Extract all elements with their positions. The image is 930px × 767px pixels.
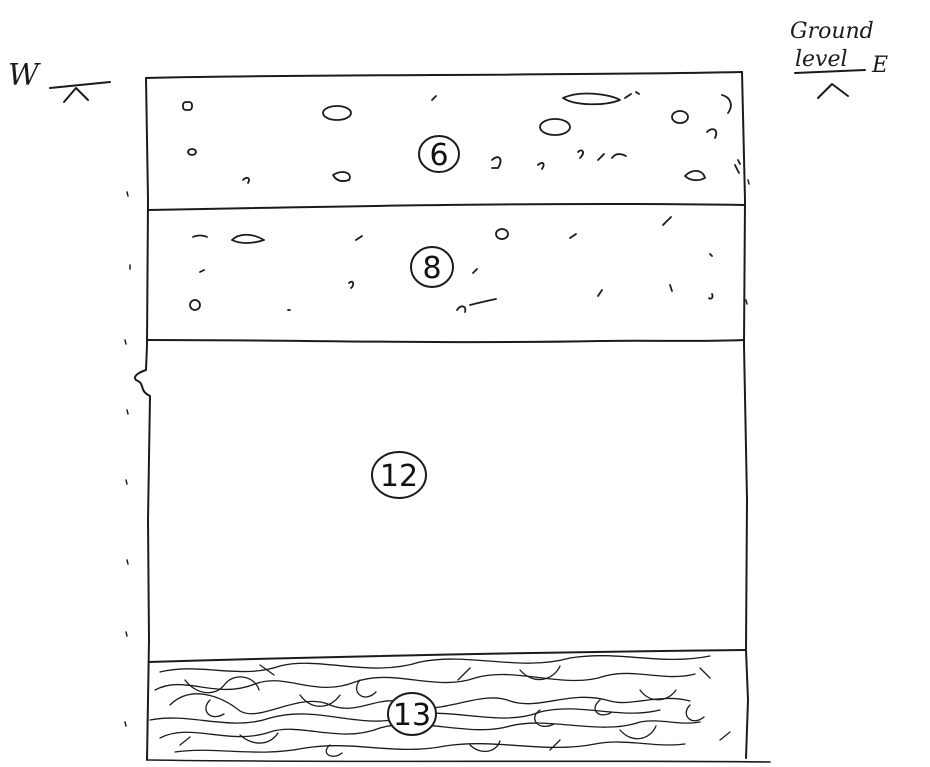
layer-8-label: 8	[422, 251, 441, 286]
pebble	[188, 149, 196, 155]
pebble	[323, 106, 351, 120]
pebble	[432, 96, 436, 100]
layer-12-bottom-boundary	[149, 650, 746, 662]
west-label: W	[8, 58, 41, 93]
pebble	[190, 300, 200, 310]
pebble	[672, 111, 688, 123]
pebble	[193, 236, 207, 238]
pebble	[349, 282, 353, 288]
pebble	[538, 163, 544, 169]
pebble	[473, 269, 477, 273]
west-ground-line	[50, 82, 110, 88]
pebble	[663, 217, 671, 225]
ground-level-marker: Ground level E	[790, 19, 888, 98]
layer-6-label: 6	[429, 138, 448, 173]
ground-arrow-icon	[818, 84, 848, 98]
pebble	[232, 235, 264, 243]
right-wall-line	[742, 72, 748, 758]
layer-12: 12	[149, 452, 746, 662]
pebble	[625, 92, 639, 98]
pebble	[333, 172, 350, 181]
ground-label-line2: level	[795, 47, 848, 72]
west-marker: W	[8, 58, 110, 102]
layer-6-bottom-boundary	[148, 204, 744, 210]
top-ground-line	[146, 72, 742, 78]
pebble	[356, 236, 362, 240]
pebble	[670, 285, 713, 299]
layer-6: 6	[148, 92, 744, 210]
layer-13: 13	[150, 656, 730, 757]
layer-6-gravel-marks	[183, 92, 740, 183]
pebble	[492, 157, 500, 168]
pebble	[243, 178, 249, 183]
pebble	[685, 171, 705, 180]
east-label: E	[871, 53, 888, 78]
pebble	[598, 290, 602, 296]
layer-8-gravel-marks	[190, 217, 713, 312]
pebble	[570, 234, 576, 238]
pebble	[707, 129, 716, 138]
pebble	[496, 229, 508, 239]
left-wall-line	[135, 78, 150, 760]
layer-8-bottom-boundary	[147, 340, 744, 342]
pebble	[578, 150, 583, 158]
pebble	[735, 160, 740, 173]
base-line	[148, 760, 770, 762]
ground-label-line1: Ground	[790, 19, 874, 44]
layer-12-label: 12	[380, 459, 418, 494]
pebble	[200, 254, 712, 272]
layer-13-label: 13	[393, 698, 431, 733]
west-arrow-icon	[64, 88, 88, 102]
pebble	[540, 119, 570, 135]
pebble	[598, 154, 626, 160]
pebble	[722, 95, 731, 113]
layer-8: 8	[147, 217, 744, 342]
pebble	[183, 102, 192, 110]
pebble	[563, 94, 620, 105]
pebble	[457, 299, 496, 312]
layer-13-scribble-fill	[150, 656, 730, 757]
